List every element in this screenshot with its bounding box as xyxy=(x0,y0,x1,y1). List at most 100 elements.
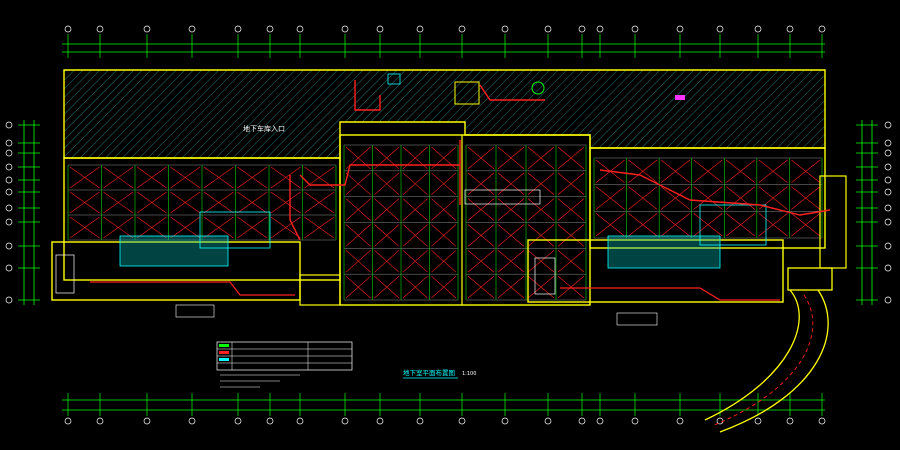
cross-mark xyxy=(557,275,585,299)
axis-bubble xyxy=(341,417,349,425)
cross-mark xyxy=(203,191,234,214)
axis-bubble xyxy=(376,25,384,33)
cross-mark xyxy=(304,216,335,239)
cross-mark xyxy=(467,224,495,247)
axis-bubble xyxy=(884,242,892,250)
cross-mark xyxy=(270,216,301,239)
cross-mark xyxy=(791,186,821,210)
cross-mark xyxy=(467,275,495,299)
axis-bubble xyxy=(96,417,104,425)
axis-bubble xyxy=(818,25,826,33)
cross-mark xyxy=(726,213,756,237)
cross-mark xyxy=(136,216,167,239)
entrance-ramp xyxy=(704,267,833,433)
cross-mark xyxy=(345,172,371,195)
cross-mark xyxy=(431,250,457,273)
cross-mark xyxy=(660,213,690,237)
cross-mark xyxy=(758,159,788,183)
axis-bubble xyxy=(266,417,274,425)
cross-mark xyxy=(557,146,585,170)
cross-mark xyxy=(628,159,658,183)
axis-bubble xyxy=(884,121,892,129)
top-axis-ticks xyxy=(64,25,826,58)
cross-mark xyxy=(557,198,585,221)
cross-mark xyxy=(431,224,457,247)
axis-bubble xyxy=(884,264,892,272)
cross-mark xyxy=(557,250,585,273)
cross-mark xyxy=(431,275,457,299)
axis-bubble xyxy=(5,296,13,304)
cross-mark xyxy=(527,146,555,170)
cross-mark xyxy=(595,213,625,237)
cross-mark xyxy=(170,166,201,189)
lighting-cross-marks xyxy=(69,146,821,299)
axis-bubble xyxy=(596,417,604,425)
cross-mark xyxy=(431,198,457,221)
right-service-wing xyxy=(527,175,847,303)
cross-mark xyxy=(203,216,234,239)
cross-mark xyxy=(527,250,555,273)
cross-mark xyxy=(527,224,555,247)
cross-mark xyxy=(660,186,690,210)
entrance-ramp-label: 地下车库入口 xyxy=(243,124,285,133)
cross-mark xyxy=(170,216,201,239)
cross-mark xyxy=(402,275,428,299)
cross-mark xyxy=(203,166,234,189)
axis-bubble xyxy=(884,188,892,196)
axis-bubble xyxy=(884,149,892,157)
axis-bubble xyxy=(188,417,196,425)
axis-bubble xyxy=(296,417,304,425)
cross-mark xyxy=(467,146,495,170)
cross-mark xyxy=(374,198,400,221)
bottom-axis-ticks xyxy=(64,393,826,425)
axis-bubble xyxy=(5,264,13,272)
cross-mark xyxy=(693,186,723,210)
plan-scale: 1:100 xyxy=(462,371,476,377)
cross-mark xyxy=(467,172,495,195)
cross-mark xyxy=(69,166,100,189)
axis-bubble xyxy=(143,25,151,33)
cross-mark xyxy=(402,172,428,195)
axis-bubble xyxy=(5,242,13,250)
cross-mark xyxy=(237,166,268,189)
axis-bubble xyxy=(416,417,424,425)
axis-bubble xyxy=(884,139,892,147)
cross-mark xyxy=(237,191,268,214)
cross-mark xyxy=(374,172,400,195)
cross-mark xyxy=(170,191,201,214)
cross-mark xyxy=(136,191,167,214)
cross-mark xyxy=(693,159,723,183)
right-axis-ticks xyxy=(856,121,892,304)
cross-mark xyxy=(345,250,371,273)
cross-mark xyxy=(345,224,371,247)
dimension-lines xyxy=(23,43,873,411)
axis-bubble xyxy=(5,204,13,212)
axis-bubble xyxy=(631,417,639,425)
axis-bubble xyxy=(5,149,13,157)
cross-mark xyxy=(270,191,301,214)
axis-bubble xyxy=(5,139,13,147)
cross-mark xyxy=(595,186,625,210)
garage-field xyxy=(63,134,826,306)
axis-bubble xyxy=(884,176,892,184)
axis-bubble xyxy=(64,25,72,33)
cross-mark xyxy=(557,224,585,247)
cross-mark xyxy=(103,216,134,239)
axis-bubble xyxy=(884,163,892,171)
axis-bubble xyxy=(416,25,424,33)
cross-mark xyxy=(497,250,525,273)
left-axis-ticks xyxy=(5,121,40,304)
notes-table xyxy=(216,341,353,388)
cross-mark xyxy=(402,224,428,247)
axis-bubble xyxy=(544,25,552,33)
duct-network xyxy=(289,80,831,241)
cross-mark xyxy=(103,166,134,189)
equipment-rooms xyxy=(175,73,685,326)
axis-bubble xyxy=(884,204,892,212)
axis-bubble xyxy=(266,25,274,33)
axis-bubble xyxy=(143,417,151,425)
axis-bubble xyxy=(786,25,794,33)
axis-bubble xyxy=(578,417,586,425)
cross-mark xyxy=(527,172,555,195)
